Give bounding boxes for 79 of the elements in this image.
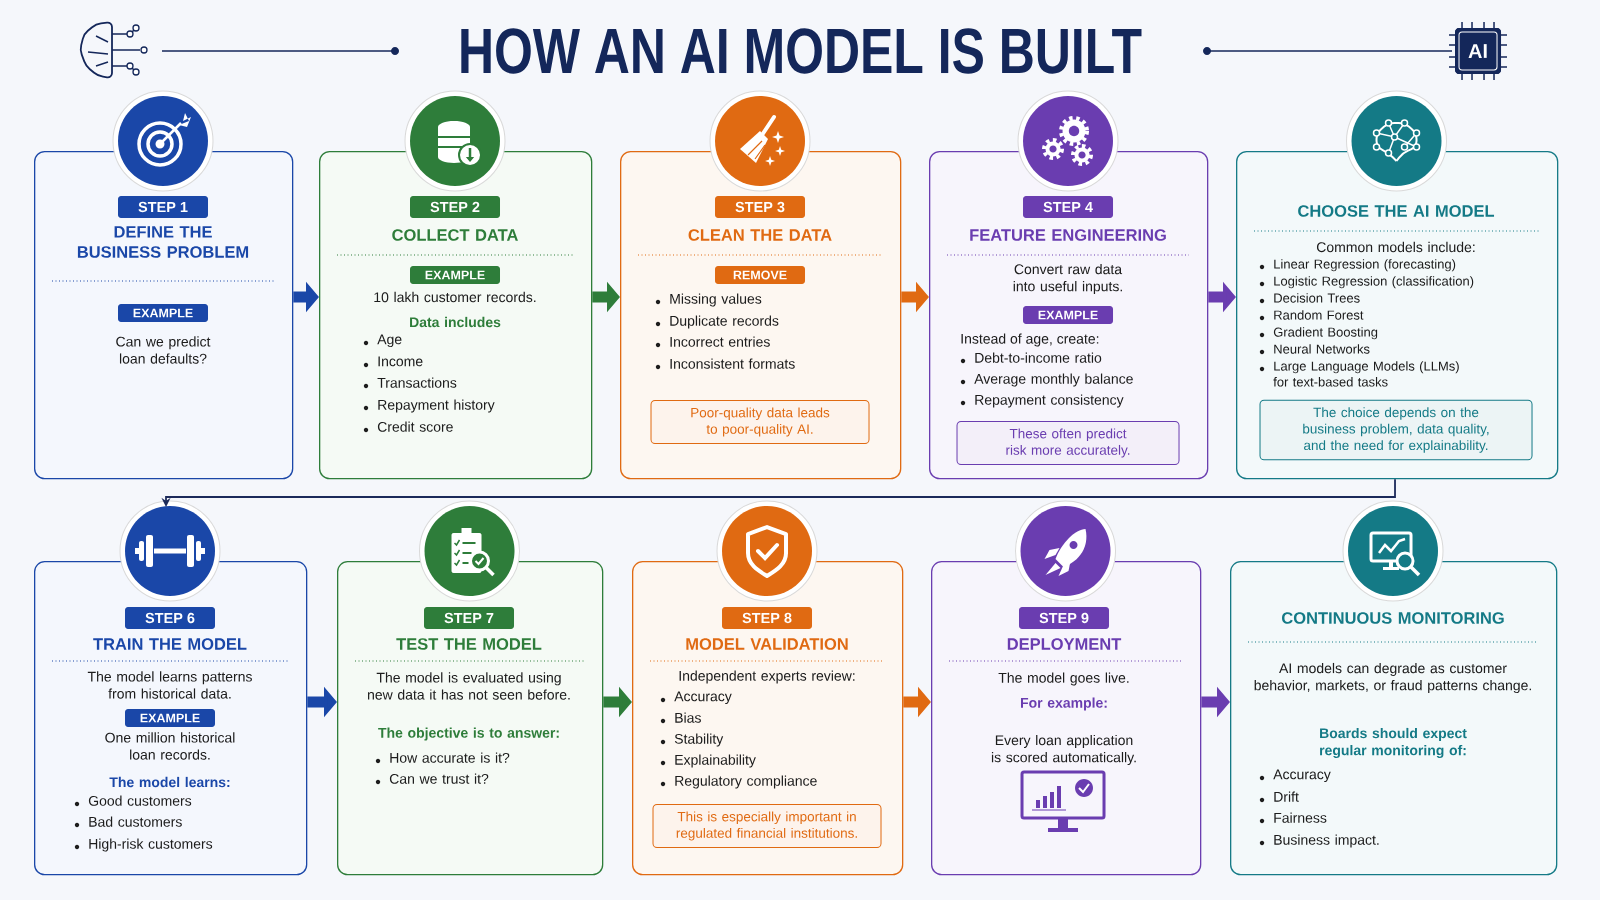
bullet-item: Inconsistent formats xyxy=(655,358,795,370)
bullet-item: Duplicate records xyxy=(655,315,779,329)
bullet-item: Logistic Regression (classification) xyxy=(1259,276,1474,289)
note-box: The choice depends on the business problem, data quality, and the need for explainability. xyxy=(1259,399,1533,461)
title: HOW AN AI MODEL IS BUILT xyxy=(461,28,1142,74)
step-badge: STEP 4 xyxy=(1023,196,1113,218)
bullet-item: Bad customers xyxy=(74,816,182,828)
body-text: Independent experts review: xyxy=(679,670,855,684)
bullet-item: Average monthly balance xyxy=(960,373,1133,387)
body-text: 10 lakh customer records. xyxy=(374,291,536,303)
body-text: Common models include: xyxy=(1316,241,1475,253)
step-title: COLLECT DATA xyxy=(392,229,518,241)
body-text: One million historical loan records. xyxy=(105,732,235,760)
subheading: Data includes xyxy=(410,316,501,328)
body-text: AI models can degrade as customer behavior, markets, or fraud patterns change. xyxy=(1254,662,1531,694)
bullet-item: Linear Regression (forecasting) xyxy=(1259,259,1456,272)
step-title: CLEAN THE DATA xyxy=(688,229,832,241)
example-badge: EXAMPLE xyxy=(410,266,500,284)
bullet-item: Repayment history xyxy=(363,399,495,413)
body-text: The model learns patterns from historical data. xyxy=(87,671,252,699)
chip-label: AI xyxy=(1468,44,1487,58)
bullet-item: Business impact. xyxy=(1259,834,1379,848)
bullet-item: Accuracy xyxy=(660,691,732,705)
bullet-item: Age xyxy=(363,334,402,348)
step-title: CONTINUOUS MONITORING xyxy=(1282,612,1504,624)
bullet-item: Debt-to-income ratio xyxy=(960,352,1102,364)
bullet-item: Repayment consistency xyxy=(960,394,1124,408)
bullet-item: Fairness xyxy=(1259,812,1327,824)
bullet-item: Random Forest xyxy=(1259,310,1364,321)
bullet-item: High-risk customers xyxy=(74,838,213,852)
example-badge: REMOVE xyxy=(715,266,805,284)
example-badge: EXAMPLE xyxy=(118,304,208,322)
note-box: These often predict risk more accurately. xyxy=(956,421,1180,466)
bullet-item: Missing values xyxy=(655,293,762,307)
subheading: The objective is to answer: xyxy=(378,727,559,741)
bullet-item: Credit score xyxy=(363,421,453,433)
step-title: FEATURE ENGINEERING xyxy=(970,229,1166,241)
step-badge: STEP 2 xyxy=(410,196,500,218)
bullet-item: Accuracy xyxy=(1259,769,1331,783)
bullet-item: Regulatory compliance xyxy=(660,775,817,789)
note-box: This is especially important in regulated financial institutions. xyxy=(652,804,882,849)
bullet-item: Neural Networks xyxy=(1259,344,1370,355)
example-badge: EXAMPLE xyxy=(1023,306,1113,324)
step-badge: STEP 7 xyxy=(424,607,514,629)
note-box: Poor-quality data leads to poor-quality AI. xyxy=(650,400,870,445)
bullet-item: Explainability xyxy=(660,754,756,768)
bullet-item: Transactions xyxy=(363,377,457,389)
step-badge: STEP 6 xyxy=(125,607,215,629)
subheading: For example: xyxy=(1021,697,1107,711)
step-badge: STEP 1 xyxy=(118,196,208,218)
bullet-item: Income xyxy=(363,356,423,368)
step-title: TEST THE MODEL xyxy=(396,638,542,650)
step-title: DEPLOYMENT xyxy=(1007,638,1122,650)
step-title: TRAIN THE MODEL xyxy=(93,638,247,650)
bullet-item: Decision Trees xyxy=(1259,293,1360,304)
body-text: Instead of age, create: xyxy=(961,333,1099,347)
bullet-item: Good customers xyxy=(74,795,192,807)
subheading: The model learns: xyxy=(109,776,230,788)
step-title: DEFINE THE BUSINESS PROBLEM xyxy=(77,226,249,258)
bullet-item: How accurate is it? xyxy=(375,752,510,764)
bullet-item: Stability xyxy=(660,733,724,747)
step-title: MODEL VALIDATION xyxy=(686,638,848,650)
body-text: The model is evaluated using new data it has not seen before. xyxy=(368,672,570,700)
step-badge: STEP 8 xyxy=(722,607,812,629)
bullet-item: Incorrect entries xyxy=(655,336,770,348)
body-text: Convert raw data into useful inputs. xyxy=(1013,263,1123,295)
bullet-item: Gradient Boosting xyxy=(1259,327,1378,340)
body-text: Every loan application is scored automatically. xyxy=(991,734,1136,766)
step-badge: STEP 9 xyxy=(1019,607,1109,629)
bullet-item: Large Language Models (LLMs) for text-based tasks xyxy=(1259,361,1459,387)
body-text: The model goes live. xyxy=(998,672,1129,686)
bullet-item: Drift xyxy=(1259,791,1299,803)
step-title: CHOOSE THE AI MODEL xyxy=(1298,205,1495,217)
subheading: Boards should expect regular monitoring of: xyxy=(1320,727,1467,759)
example-badge: EXAMPLE xyxy=(125,709,215,727)
bullet-item: Can we trust it? xyxy=(375,773,489,785)
bullet-item: Bias xyxy=(660,712,701,724)
step-badge: STEP 3 xyxy=(715,196,805,218)
body-text: Can we predict loan defaults? xyxy=(116,336,211,364)
